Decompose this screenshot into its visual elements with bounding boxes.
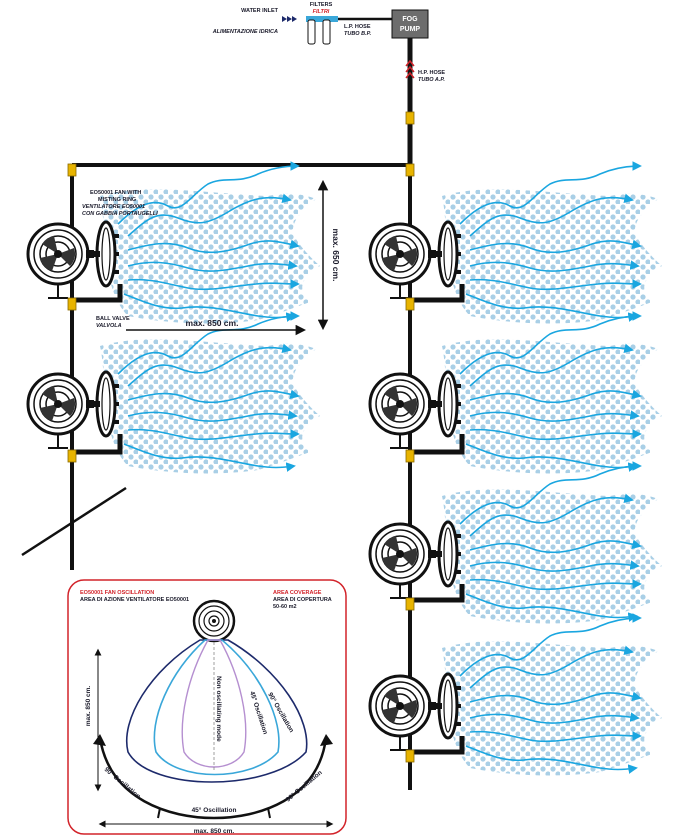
tubo-ap-label: TUBO A.P. [418, 77, 445, 83]
coverage-label-1: AREA COVERAGE [273, 590, 322, 596]
fan-unit-right-1 [370, 166, 662, 323]
osc45-bottom-label: 45° Oscillation [192, 806, 237, 814]
water-inlet-group: WATER INLET ALIMENTAZIONE IDRICA [212, 8, 297, 35]
arc-arrow-right-icon [320, 734, 333, 746]
fan-unit-right-3 [370, 466, 662, 623]
osc-non-zone [181, 639, 247, 768]
fan-label-2: MISTING RING [98, 197, 136, 203]
ball-valve-icon [67, 297, 77, 311]
inlet-arrows-icon [282, 16, 297, 22]
vertical-dimension-label: max. 650 cm. [331, 229, 341, 282]
fan-label-4: CON GABBIA PORTAUGELLI [82, 211, 158, 217]
fan-unit-left-2 [28, 316, 320, 473]
coverage-label-3: 50-60 m2 [273, 604, 297, 610]
lp-hose-label: L.P. HOSE [344, 24, 371, 30]
hp-hose-label: H.P. HOSE [418, 70, 445, 76]
hp-hose-arrows-icon [405, 59, 415, 79]
coverage-label-2: AREA DI COPERTURA [273, 597, 332, 603]
corner-valve-icon [67, 163, 77, 177]
filtri-label: FILTRI [313, 9, 330, 15]
fan-label-3: VENTILATORE EO50001 [82, 204, 145, 210]
pump-label-1: FOG [402, 16, 418, 23]
ball-valve-label-1: BALL VALVE [96, 316, 130, 322]
non-osc-label: Non oscillating mode [215, 676, 222, 742]
ball-valve-icon [405, 597, 415, 611]
oscillation-panel: EO50001 FAN OSCILLATION AREA DI AZIONE V… [67, 579, 347, 835]
water-inlet-label: WATER INLET [241, 8, 279, 14]
fan-unit-left-1 [28, 166, 320, 323]
pump-label-2: PUMP [400, 26, 421, 33]
arc-tick [157, 807, 161, 819]
fan-label-1: EO50001 FAN WITH [90, 190, 141, 196]
ball-valve-label-2: VALVOLA [96, 323, 122, 329]
panel-vertical-label: max. 850 cm. [85, 686, 92, 727]
filter-icon [306, 16, 338, 45]
ball-valve-icon [405, 449, 415, 463]
ball-valve-icon [405, 297, 415, 311]
filters-label: FILTERS [310, 2, 333, 8]
inline-valve-icon [405, 111, 415, 125]
panel-title-2: AREA DI AZIONE VENTILATORE EO50001 [80, 597, 189, 603]
fan-unit-right-2 [370, 316, 662, 473]
pump-icon: FOG PUMP [391, 9, 429, 39]
tubo-bp-label: TUBO B.P. [344, 31, 372, 37]
fan-unit-right-4 [370, 618, 662, 775]
panel-horizontal-label: max. 850 cm. [194, 828, 235, 835]
alimentazione-label: ALIMENTAZIONE IDRICA [212, 29, 278, 35]
oscillation-arc [98, 737, 328, 820]
ball-valve-callout: BALL VALVE VALVOLA [96, 316, 130, 329]
panel-title-1: EO50001 FAN OSCILLATION [80, 590, 154, 596]
ball-valve-icon [405, 749, 415, 763]
oscillation-fan-icon [192, 599, 236, 643]
arc-tick [267, 807, 271, 819]
ball-valve-icon [67, 449, 77, 463]
osc-45-zone [153, 639, 280, 776]
horizontal-dimension-label: max. 850 cm. [186, 318, 239, 328]
osc-90-zone [126, 639, 308, 783]
corner-valve-icon [405, 163, 415, 177]
break-line [21, 486, 127, 557]
fan-callout: EO50001 FAN WITH MISTING RING VENTILATOR… [82, 190, 158, 217]
